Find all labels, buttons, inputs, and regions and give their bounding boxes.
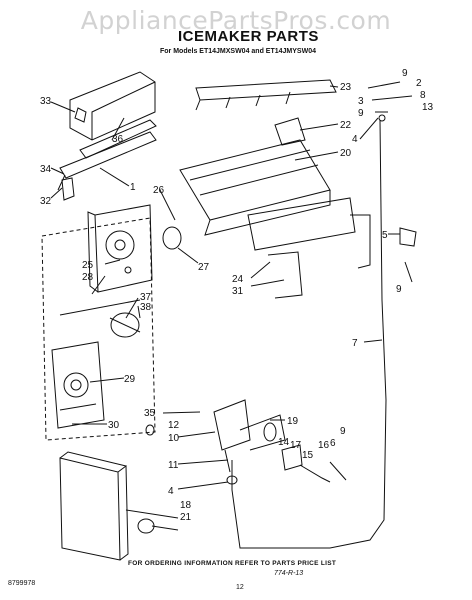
water-valve-assembly — [213, 399, 347, 485]
callout-29: 29 — [124, 374, 136, 385]
front-cover-box — [59, 424, 155, 561]
callout-21: 21 — [180, 512, 192, 523]
callout-22: 22 — [340, 120, 352, 131]
watermark: AppliancePartsPros.com — [80, 6, 392, 35]
callout-23: 23 — [340, 82, 352, 93]
callout-3: 3 — [358, 96, 364, 107]
callout-1: 1 — [130, 182, 136, 193]
callout-37: 37 — [140, 292, 152, 303]
callout-15: 15 — [302, 450, 314, 461]
callout-36: 36 — [112, 134, 124, 145]
callout-11: 11 — [168, 460, 179, 471]
callout-24: 24 — [232, 274, 244, 285]
callout-7: 7 — [352, 338, 358, 349]
leader-lines — [50, 85, 400, 531]
valve-clamp — [399, 227, 417, 283]
callout-19: 19 — [287, 416, 299, 427]
callout-35: 35 — [144, 408, 156, 419]
callout-28: 28 — [82, 272, 94, 283]
mold-face-plate — [51, 341, 105, 429]
callout-9c: 9 — [396, 284, 402, 295]
ordering-note: FOR ORDERING INFORMATION REFER TO PARTS … — [128, 560, 337, 567]
page-number: 12 — [236, 584, 244, 591]
callout-13: 13 — [422, 102, 434, 113]
handwritten-note: 774-R-13 — [274, 570, 304, 577]
callout-18: 18 — [180, 500, 192, 511]
callout-20: 20 — [340, 148, 352, 159]
heater-element — [267, 214, 371, 299]
callout-30: 30 — [108, 420, 120, 431]
callout-14: 14 — [278, 437, 290, 448]
callout-10: 10 — [168, 433, 180, 444]
module-housing — [87, 204, 153, 293]
document-id: 8799978 — [8, 580, 36, 587]
callout-27: 27 — [198, 262, 210, 273]
water-supply-tube — [231, 119, 387, 549]
callout-31: 31 — [232, 286, 244, 297]
callout-8: 8 — [420, 90, 426, 101]
callout-9b: 9 — [358, 108, 364, 119]
control-module-box — [41, 217, 156, 441]
fill-cup-plug — [162, 226, 182, 250]
callout-6: 6 — [330, 438, 336, 449]
callout-9d: 9 — [340, 426, 346, 437]
callout-4a: 4 — [352, 134, 358, 145]
callout-33: 33 — [40, 96, 52, 107]
page-title: ICEMAKER PARTS — [178, 28, 319, 45]
callout-26: 26 — [153, 185, 165, 196]
callout-5: 5 — [382, 230, 388, 241]
callout-2: 2 — [416, 78, 422, 89]
motor-unit — [59, 299, 141, 338]
mounting-bracket-assembly — [57, 71, 157, 201]
callout-9a: 9 — [402, 68, 408, 79]
callout-4b: 4 — [168, 486, 174, 497]
callout-34: 34 — [40, 164, 52, 175]
callout-16: 16 — [318, 440, 330, 451]
callout-32: 32 — [40, 196, 52, 207]
fittings-upper — [367, 81, 413, 122]
callout-38: 38 — [140, 302, 152, 313]
callout-25: 25 — [82, 260, 94, 271]
page-subtitle: For Models ET14JMXSW04 and ET14JMYSW04 — [160, 48, 316, 55]
callout-12: 12 — [168, 420, 180, 431]
ice-mold-tray — [179, 79, 356, 251]
callout-17: 17 — [290, 440, 302, 451]
